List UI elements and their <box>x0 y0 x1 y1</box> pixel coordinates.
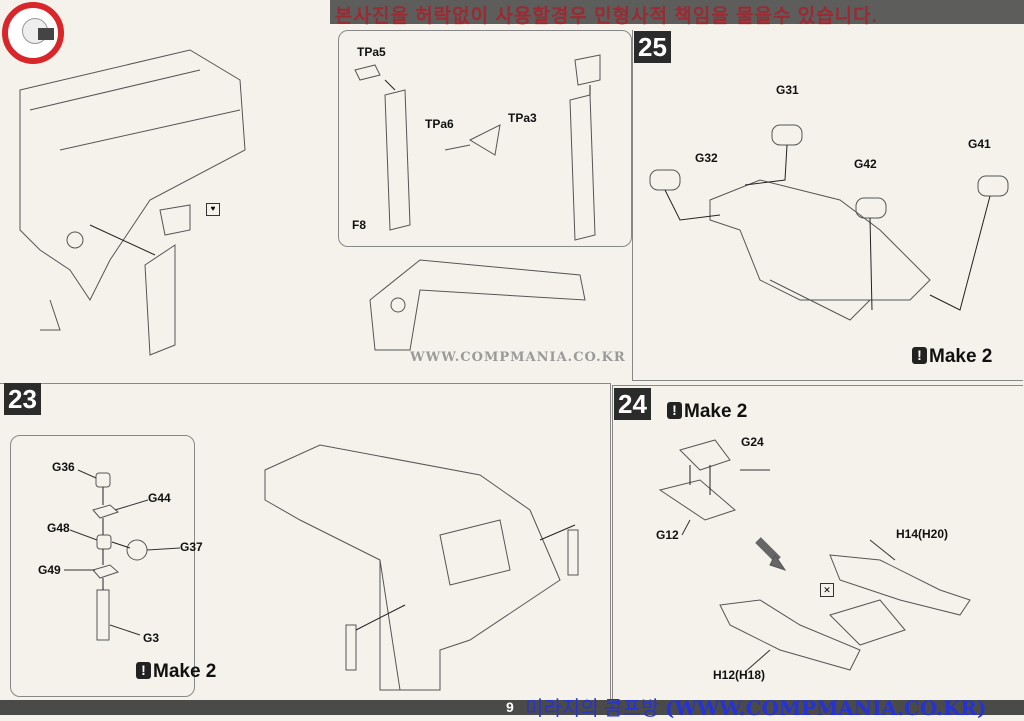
step-number-23: 23 <box>4 383 41 415</box>
label-g37: G37 <box>180 540 203 554</box>
step-number-25: 25 <box>634 31 671 63</box>
copyright-warning: 본사진을 허락없이 사용할경우 민형사적 책임을 물을수 있습니다. <box>335 6 878 27</box>
axle-drawing <box>709 179 931 301</box>
label-g3: G3 <box>143 631 160 645</box>
label-g48: G48 <box>47 521 70 535</box>
arm-h12 <box>719 599 861 671</box>
label-g41: G41 <box>968 137 991 151</box>
page-number: 9 <box>506 699 514 715</box>
exclamation-icon: ! <box>912 347 927 364</box>
logo <box>2 2 64 64</box>
label-g49: G49 <box>38 563 61 577</box>
label-tpa3: TPa3 <box>508 111 537 125</box>
step-24-panel <box>612 385 1023 701</box>
part-g12 <box>658 479 736 521</box>
step-23-panel <box>0 383 611 701</box>
watermark: WWW.COMPMANIA.CO.KR <box>410 350 626 365</box>
label-tpa5: TPa5 <box>357 45 386 59</box>
hull-rear-drawing <box>264 444 561 691</box>
hull-side-drawing <box>369 259 586 351</box>
hull-drawing <box>19 49 246 301</box>
note-text: Make 2 <box>929 346 993 367</box>
label-g36: G36 <box>52 460 75 474</box>
make-2-note: !Make 2 <box>136 661 216 683</box>
exclamation-icon: ! <box>136 662 151 679</box>
label-g12: G12 <box>656 528 679 542</box>
label-g31: G31 <box>776 83 799 97</box>
part-g24 <box>679 439 731 471</box>
part-g42 <box>855 197 887 219</box>
part-g41 <box>977 175 1009 197</box>
footer-site: 미라지의 콤프방 (WWW.COMPMANIA.CO.KR) <box>525 692 987 721</box>
step-23-inset <box>10 435 195 697</box>
label-f8: F8 <box>352 218 367 232</box>
part-g32 <box>649 169 681 191</box>
arm-h14 <box>829 554 971 616</box>
site-url: (WWW.COMPMANIA.CO.KR) <box>664 696 987 720</box>
make-2-note: !Make 2 <box>912 346 992 368</box>
label-tpa6: TPa6 <box>425 117 454 131</box>
label-h14-h20: H14(H20) <box>896 527 949 541</box>
make-2-note: !Make 2 <box>667 401 747 423</box>
exclamation-icon: ! <box>667 402 682 419</box>
site-korean: 미라지의 콤프방 <box>525 698 660 720</box>
note-text: Make 2 <box>153 661 217 682</box>
side-panel-part <box>144 204 191 356</box>
step-25-panel <box>632 30 1023 381</box>
header-band <box>330 0 1024 24</box>
note-text: Make 2 <box>684 401 748 422</box>
label-g44: G44 <box>148 491 171 505</box>
top-inset <box>338 30 632 247</box>
no-glue-icon: ✕ <box>820 583 834 597</box>
step-number-24: 24 <box>614 388 651 420</box>
footer-band <box>0 700 1024 715</box>
caution-icon: ♥ <box>206 203 220 216</box>
part-g31 <box>771 124 803 146</box>
label-g42: G42 <box>854 157 877 171</box>
part-g3 <box>96 589 110 641</box>
label-g24: G24 <box>741 435 764 449</box>
label-g32: G32 <box>695 151 718 165</box>
label-h12-h18: H12(H18) <box>713 668 766 682</box>
